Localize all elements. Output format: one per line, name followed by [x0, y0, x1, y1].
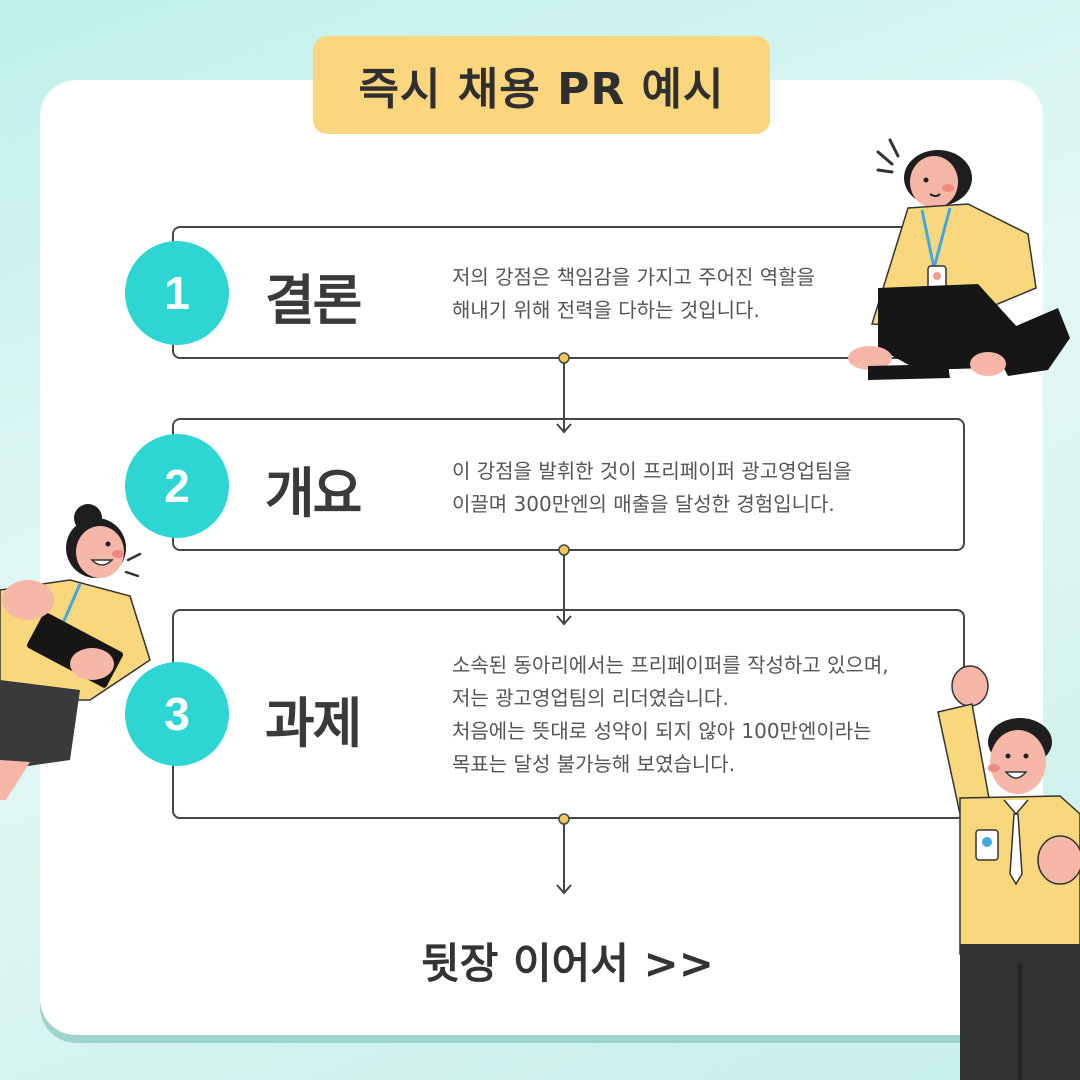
step-description-2: 이 강점을 발휘한 것이 프리페이퍼 광고영업팀을 이끌며 300만엔의 매출을…: [452, 459, 852, 516]
cheering-man-illustration: [937, 665, 1080, 1080]
connector-arrow-1: [556, 352, 572, 434]
step-number-3: 3: [125, 662, 229, 766]
kneeling-woman-illustration: [848, 138, 1070, 380]
step-description-1: 저의 강점은 책임감을 가지고 주어진 역할을 해내기 위해 전력을 다하는 것…: [452, 265, 815, 322]
connector-arrow-2: [556, 544, 572, 626]
step-description-3: 소속된 동아리에서는 프리페이퍼를 작성하고 있으며, 저는 광고영업팀의 리더…: [452, 653, 889, 776]
connector-arrow-3: [556, 813, 572, 895]
step-heading-1: 결론: [265, 269, 362, 332]
step-number-2: 2: [125, 434, 229, 538]
step-heading-3: 과제: [265, 692, 362, 755]
continue-next-page-text: 뒷장 이어서 >>: [421, 939, 714, 988]
step-box-1: [172, 226, 920, 359]
step-number-1: 1: [125, 241, 229, 345]
step-heading-2: 개요: [265, 462, 362, 525]
woman-with-notebook-illustration: [0, 504, 151, 800]
page-title: 즉시 채용 PR 예시: [313, 36, 770, 134]
